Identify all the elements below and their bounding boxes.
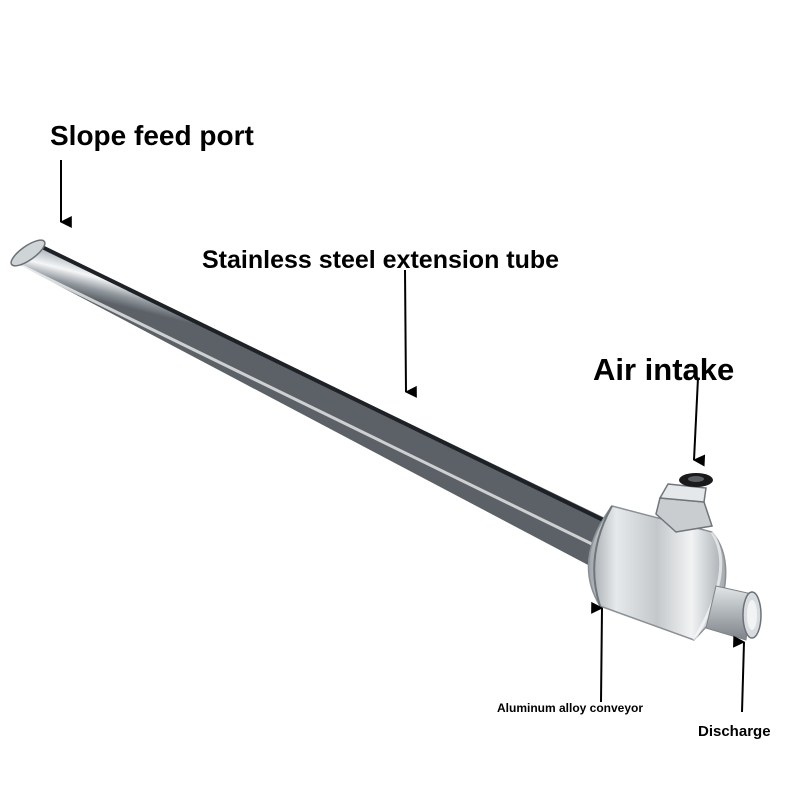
slope-feed-port-label: Slope feed port [50, 120, 254, 151]
air-intake-label: Air intake [593, 352, 735, 387]
discharge-arrow [733, 635, 746, 713]
extension-tube-label: Stainless steel extension tube [202, 246, 560, 274]
discharge-nozzle-shape [705, 585, 762, 641]
extension-tube-shape [10, 239, 605, 566]
extension-tube-arrow [404, 269, 417, 398]
air-intake-arrow [692, 377, 706, 467]
aluminum-conveyor-arrow [591, 601, 604, 703]
slope-feed-port-shape [10, 239, 46, 267]
aluminum-conveyor-label: Aluminum alloy conveyor [497, 701, 644, 715]
discharge-label: Discharge [698, 723, 771, 740]
air-intake-fitting-shape [655, 473, 713, 533]
aluminum-body-shape [587, 505, 727, 641]
